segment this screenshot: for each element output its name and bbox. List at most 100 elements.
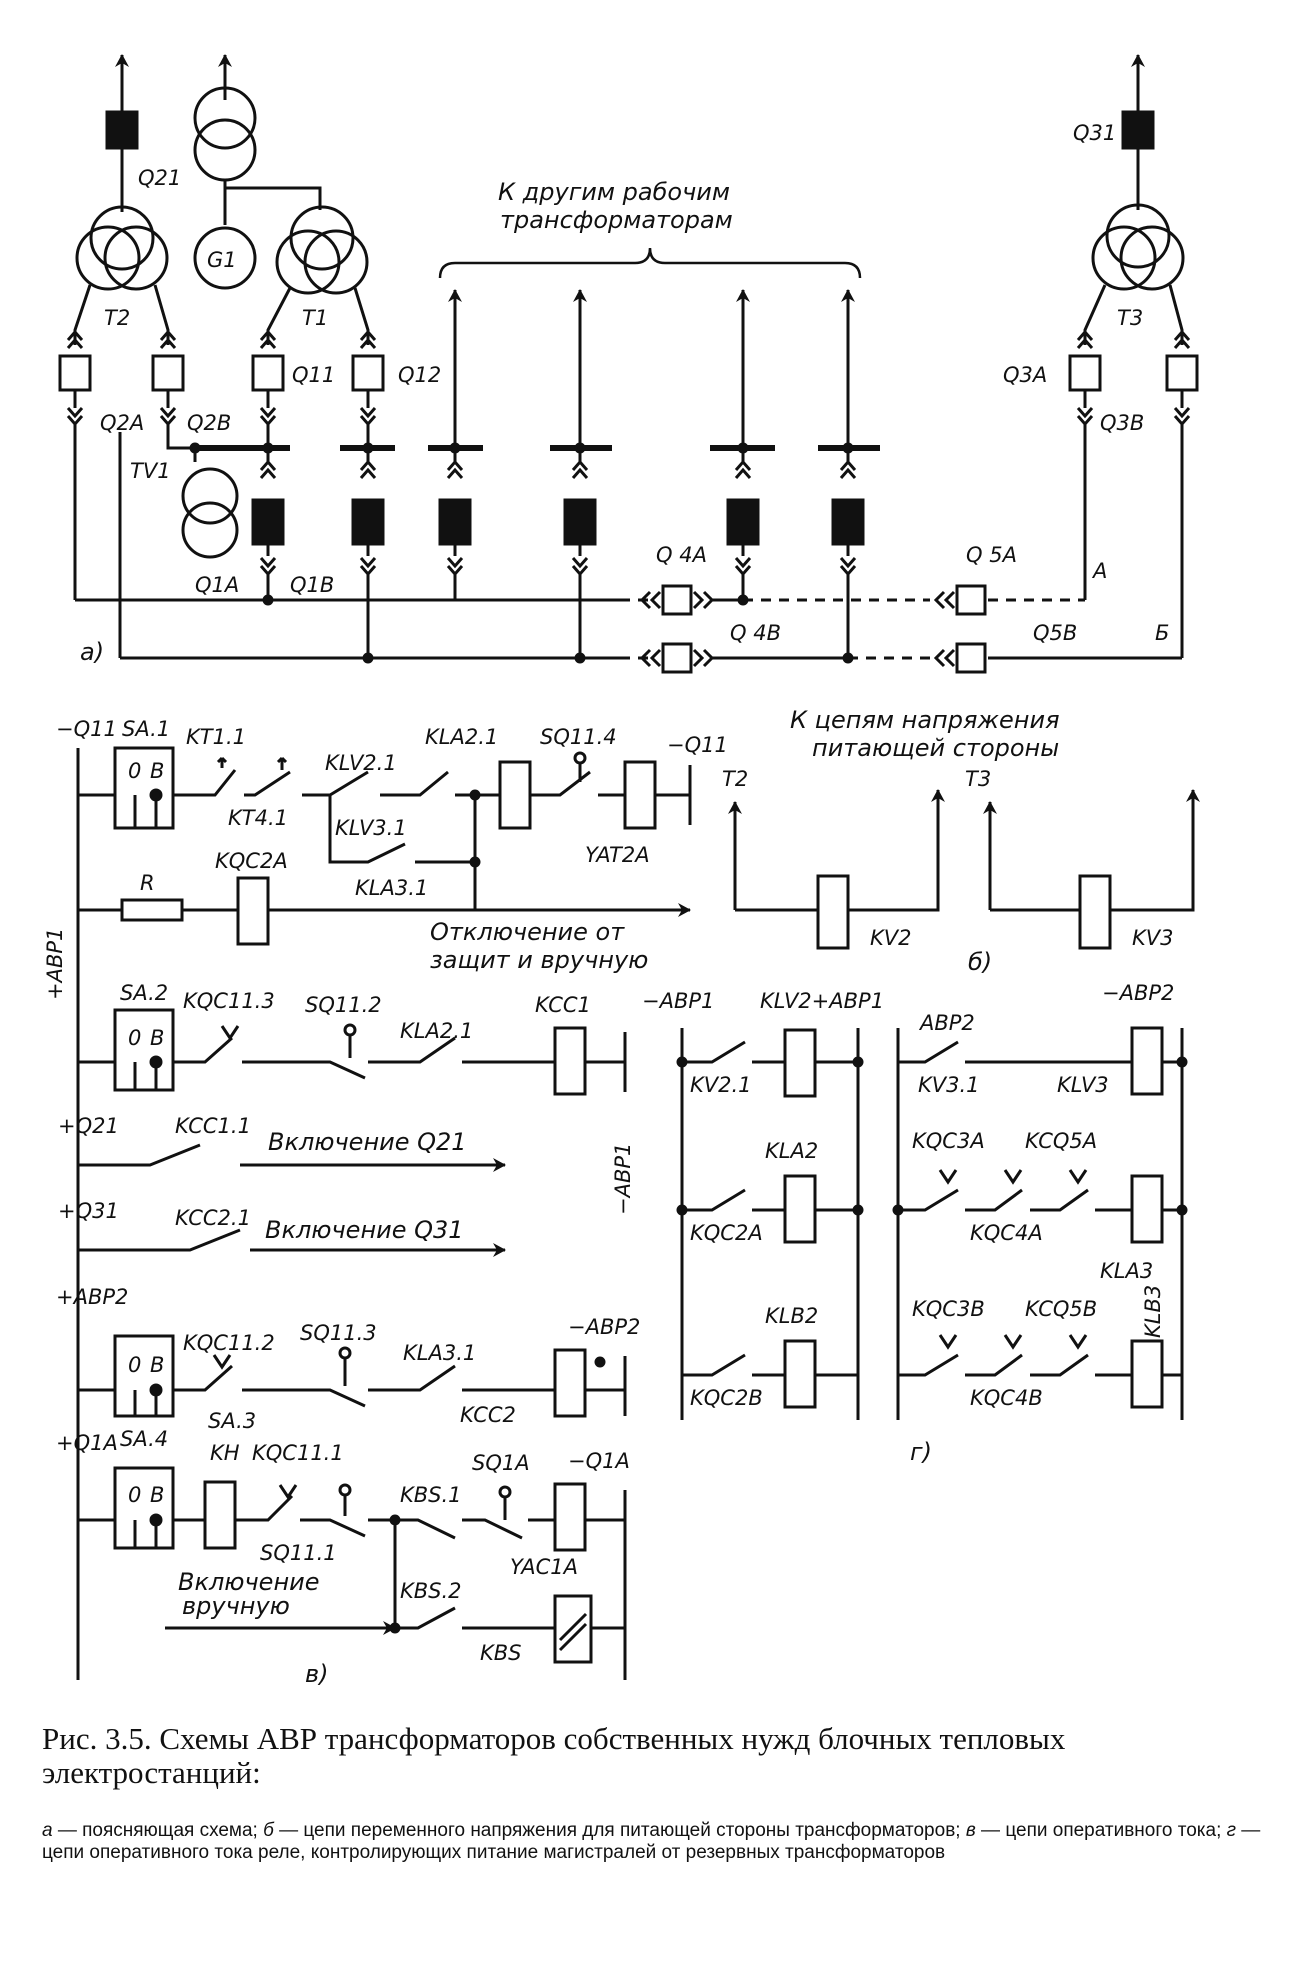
label-SQ1A: SQ1A — [472, 1451, 530, 1475]
label-Q5B: Q5B — [1033, 621, 1077, 645]
label-minus-Q1A: −Q1A — [568, 1449, 630, 1473]
label-KV3: KV3 — [1132, 926, 1174, 950]
label-plus-Q1A: +Q1A — [56, 1431, 118, 1455]
part-g-relay-circuits — [676, 1026, 1188, 1420]
label-KV3.1: KV3.1 — [918, 1073, 980, 1097]
label-part-a: а) — [80, 638, 104, 666]
label-KLA3: KLA3 — [1100, 1259, 1153, 1283]
label-minus-Q11-right: −Q11 — [667, 733, 728, 757]
label-KT1.1: KT1.1 — [186, 725, 246, 749]
relay-KLV3 — [1130, 1026, 1164, 1096]
part-a-explanatory-diagram — [58, 54, 1199, 674]
cell-Q3B — [1165, 329, 1199, 658]
caption-key-a: а — [42, 1820, 53, 1841]
label-SQ11.3: SQ11.3 — [300, 1321, 377, 1345]
label-SQ11.1: SQ11.1 — [260, 1541, 337, 1565]
label-trip-2: защит и вручную — [430, 946, 648, 974]
label-Q3B: Q3B — [1100, 411, 1144, 435]
label-sw3-0: 0 — [128, 1353, 141, 1377]
label-SA4: SA.4 — [120, 1427, 168, 1451]
label-to-supply-circuits-2: питающей стороны — [812, 734, 1059, 762]
figure-caption: Рис. 3.5. Схемы АВР трансформаторов собс… — [42, 1722, 1272, 1864]
label-manual-close-1: Включение — [178, 1568, 320, 1596]
part-g-labels: −АВР1 KLV2+АВР1 KV2.1 KLA2 KQC2A KLB2 KQ… — [642, 981, 1174, 1466]
feeder-3 — [438, 289, 472, 600]
label-KLA2: KLA2 — [765, 1139, 818, 1163]
label-plus-Q21: +Q21 — [58, 1114, 119, 1138]
label-KLA3.1-top: KLA3.1 — [355, 876, 428, 900]
relay-KLB2 — [783, 1339, 817, 1409]
label-KV2.1: KV2.1 — [690, 1073, 752, 1097]
label-part-g: г) — [910, 1438, 932, 1466]
relay-KLA2 — [783, 1174, 817, 1244]
disconnector-Q5B — [955, 642, 987, 674]
relay-KV2 — [816, 874, 850, 950]
caption-text-g: — цепи оперативного тока реле, контролир… — [42, 1820, 1261, 1863]
label-T3: T3 — [1117, 306, 1143, 330]
label-Q4B: Q 4B — [730, 621, 781, 645]
feeder-4 — [563, 289, 597, 664]
label-minus-Q11-left: −Q11 — [56, 717, 117, 741]
feeder-5 — [726, 289, 760, 606]
label-Q11: Q11 — [292, 363, 335, 387]
label-Q2A: Q2A — [100, 411, 144, 435]
label-minus-ABP1-vertical: −АВР1 — [611, 1143, 635, 1215]
label-plus-ABP2: +АВР2 — [56, 1285, 128, 1309]
label-sw4-v: В — [150, 1483, 164, 1507]
label-sw1-v: В — [150, 759, 164, 783]
coil-YAC1A — [553, 1482, 587, 1552]
label-bus-B: Б — [1155, 621, 1169, 645]
caption-text-a: — поясняющая схема; — [52, 1820, 264, 1841]
cell-Q11 — [251, 329, 285, 448]
label-SA1: SA.1 — [122, 717, 170, 741]
label-KQC11.1: KQC11.1 — [252, 1441, 344, 1465]
label-T1: T1 — [302, 306, 328, 330]
label-SA3: SA.3 — [208, 1409, 256, 1433]
label-KLA2.1-top: KLA2.1 — [425, 725, 498, 749]
cell-Q2B — [118, 329, 185, 658]
label-KLB2: KLB2 — [765, 1304, 818, 1328]
label-KLV2-plus-ABP1: KLV2+АВР1 — [760, 989, 884, 1013]
label-Q1A: Q1A — [195, 573, 239, 597]
caption-description: а — поясняющая схема; б — цепи переменно… — [42, 1820, 1272, 1864]
breaker-Q21 — [105, 110, 139, 150]
label-KLA3.1: KLA3.1 — [403, 1341, 476, 1365]
relay-KCC2 — [553, 1348, 587, 1418]
disconnector-Q4A — [661, 584, 693, 616]
label-to-other-transformers-1: К другим рабочим — [498, 178, 730, 206]
label-SQ11.4: SQ11.4 — [540, 725, 617, 749]
breaker-Q31 — [1121, 110, 1155, 150]
caption-text-v: — цепи оперативного тока; — [975, 1820, 1227, 1841]
label-Q1B: Q1B — [290, 573, 334, 597]
label-sw2-0: 0 — [128, 1026, 141, 1050]
label-KBS.2: KBS.2 — [400, 1579, 462, 1603]
part-b-labels: К цепям напряжения питающей стороны T2 T… — [722, 706, 1174, 976]
label-KCQ5B: KCQ5B — [1025, 1297, 1097, 1321]
label-KLB3: KLB3 — [1141, 1285, 1165, 1338]
label-bus-A: A — [1091, 559, 1107, 583]
label-g-ABP2: АВР2 — [918, 1011, 975, 1035]
part-b-ac-circuits — [728, 789, 1200, 950]
relay-KQC2A — [236, 876, 270, 946]
unit-transformer-top — [193, 86, 257, 182]
caption-text-b: — цепи переменного напряжения для питающ… — [273, 1820, 966, 1841]
label-KCC2: KCC2 — [460, 1403, 516, 1427]
relay-KCC1 — [553, 1026, 587, 1096]
transformer-T3 — [1091, 203, 1185, 291]
switch-SA2 — [113, 1008, 175, 1092]
label-KQC4A: KQC4A — [970, 1221, 1043, 1245]
label-Q21: Q21 — [138, 166, 181, 190]
switch-SA4 — [113, 1466, 175, 1550]
feeder-Q1B — [351, 442, 385, 664]
label-Q5A: Q 5A — [966, 543, 1017, 567]
label-T2: T2 — [104, 306, 130, 330]
coil-YAT2A — [623, 760, 657, 830]
transformer-T2 — [75, 205, 169, 291]
label-plus-Q31: +Q31 — [58, 1199, 119, 1223]
caption-key-g: г — [1226, 1820, 1237, 1841]
label-KV2: KV2 — [870, 926, 912, 950]
caption-key-v: в — [965, 1820, 976, 1841]
feeder-6 — [831, 289, 865, 664]
caption-title: Рис. 3.5. Схемы АВР трансформаторов собс… — [42, 1721, 1066, 1790]
